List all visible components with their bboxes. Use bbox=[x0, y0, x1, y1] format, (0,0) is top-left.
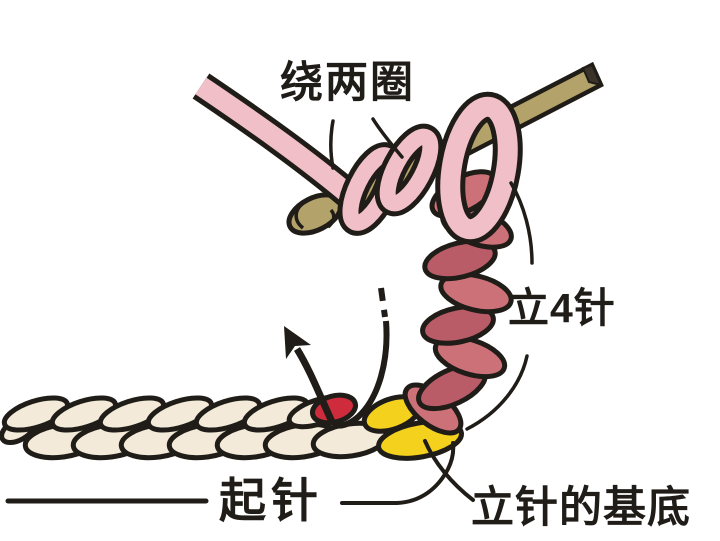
bracket-chain-bottom bbox=[465, 354, 529, 431]
pointer-wrap-right bbox=[371, 117, 404, 159]
insertion-path bbox=[331, 287, 390, 429]
label-chain-base: 立针的基底 bbox=[471, 484, 691, 532]
foundation-chain bbox=[0, 394, 390, 461]
working-loop bbox=[435, 91, 523, 245]
yarn-wraps bbox=[337, 123, 444, 236]
label-chain-four: 立4针 bbox=[508, 285, 616, 331]
yarn-strand bbox=[192, 73, 364, 211]
arrowhead bbox=[284, 326, 311, 359]
bracket-chain-top bbox=[509, 181, 534, 265]
leader-base-right bbox=[423, 439, 475, 502]
pull-arrow bbox=[284, 326, 337, 426]
leader-base-left bbox=[340, 441, 456, 505]
callout-lines bbox=[5, 117, 534, 505]
label-cast-on: 起针 bbox=[219, 474, 323, 527]
label-wrap-twice: 绕两圈 bbox=[280, 59, 415, 107]
hook-groove bbox=[294, 202, 305, 230]
pointer-wrap-left bbox=[329, 119, 335, 170]
